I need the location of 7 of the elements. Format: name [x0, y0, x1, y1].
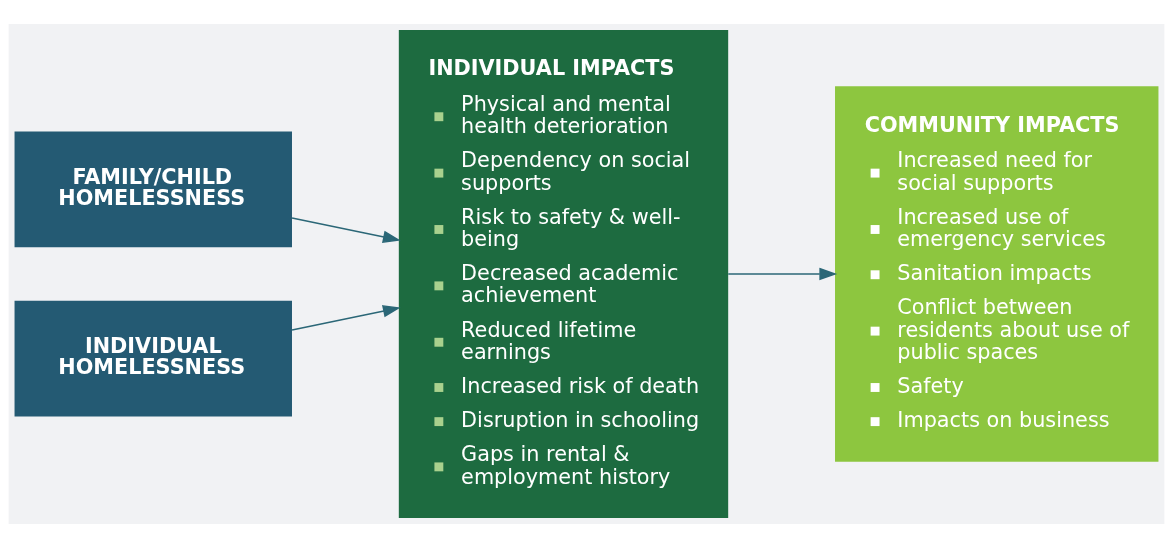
- node-box: COMMUNITY IMPACTS Increased need for social supports Increased use of emergency services Sanitation impacts Conflict between residents about use of public spaces Safety Impacts on business: [835, 85, 1159, 462]
- arrow: [727, 267, 838, 280]
- node-box: FAMILY/CHILD HOMELESSNESS: [14, 131, 292, 247]
- node-box: INDIVIDUAL HOMELESSNESS: [14, 300, 292, 416]
- arrow: [291, 216, 401, 243]
- arrow: [291, 304, 401, 331]
- node-box: INDIVIDUAL IMPACTS Physical and mental health deterioration Dependency on social supports Risk to safety & well-being Decreased academic achievement Reduced lifetime earnings Increased risk of death Disruption in schooling Gaps in rental & employment history: [398, 29, 729, 518]
